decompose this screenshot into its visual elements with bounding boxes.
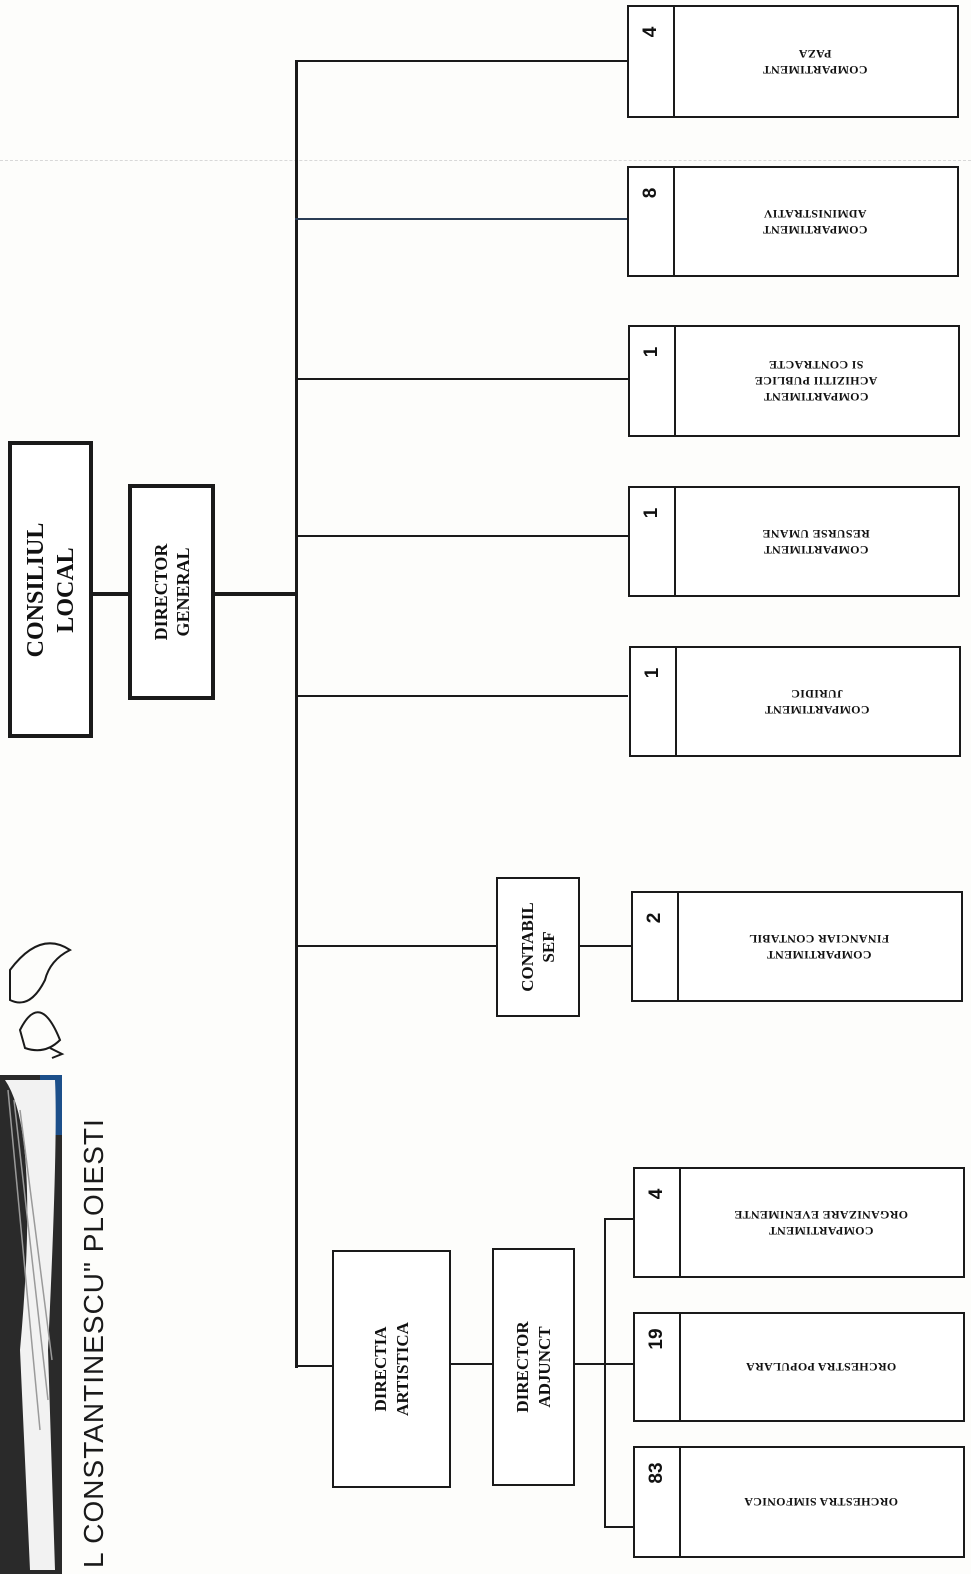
- staff-count: 4: [646, 1188, 667, 1200]
- connector: [604, 1526, 633, 1528]
- connector: [575, 1363, 605, 1365]
- staff-count: 83: [646, 1462, 667, 1484]
- connector: [604, 1363, 633, 1365]
- staff-count: 19: [646, 1328, 667, 1350]
- staff-count-cell: 1: [630, 488, 676, 595]
- staff-count-cell: 4: [635, 1169, 681, 1276]
- staff-count-cell: 83: [635, 1448, 681, 1556]
- connector: [215, 592, 297, 596]
- connector: [295, 535, 628, 537]
- connector: [93, 592, 128, 596]
- logo-graphic-icon: [0, 942, 72, 1574]
- faint-dashed-rule: [0, 160, 971, 161]
- staff-count-cell: 1: [631, 648, 677, 755]
- staff-count: 1: [641, 507, 662, 519]
- staff-count-cell: 8: [629, 168, 675, 275]
- institution-name: L CONSTANTINESCU" PLOIESTI: [78, 1118, 109, 1568]
- staff-count: 4: [640, 26, 661, 38]
- compartment-label: ORCHESTRA POPULARA: [745, 1360, 897, 1374]
- connector: [295, 218, 628, 220]
- connector: [295, 1365, 332, 1367]
- connector: [604, 1218, 633, 1220]
- main-trunk-line: [295, 60, 298, 1368]
- connector: [295, 60, 628, 62]
- connector: [295, 378, 628, 380]
- sub-trunk-line: [604, 1218, 606, 1528]
- staff-count: 1: [641, 346, 662, 358]
- connector: [451, 1363, 492, 1365]
- connector: [295, 945, 496, 947]
- connector: [580, 945, 631, 947]
- staff-count: 2: [644, 912, 665, 924]
- connector: [295, 695, 628, 697]
- staff-count-cell: 1: [630, 327, 676, 435]
- staff-count: 1: [642, 667, 663, 679]
- staff-count-cell: 19: [635, 1314, 681, 1420]
- staff-count-cell: 2: [633, 893, 679, 1000]
- compartment-label: ORCHESTRA SIMFONICA: [743, 1495, 899, 1509]
- staff-count-cell: 4: [629, 7, 675, 116]
- compartment-box: 19 ORCHESTRA POPULARA: [633, 1312, 965, 1422]
- compartment-box: 83 ORCHESTRA SIMFONICA: [633, 1446, 965, 1558]
- staff-count: 8: [640, 187, 661, 199]
